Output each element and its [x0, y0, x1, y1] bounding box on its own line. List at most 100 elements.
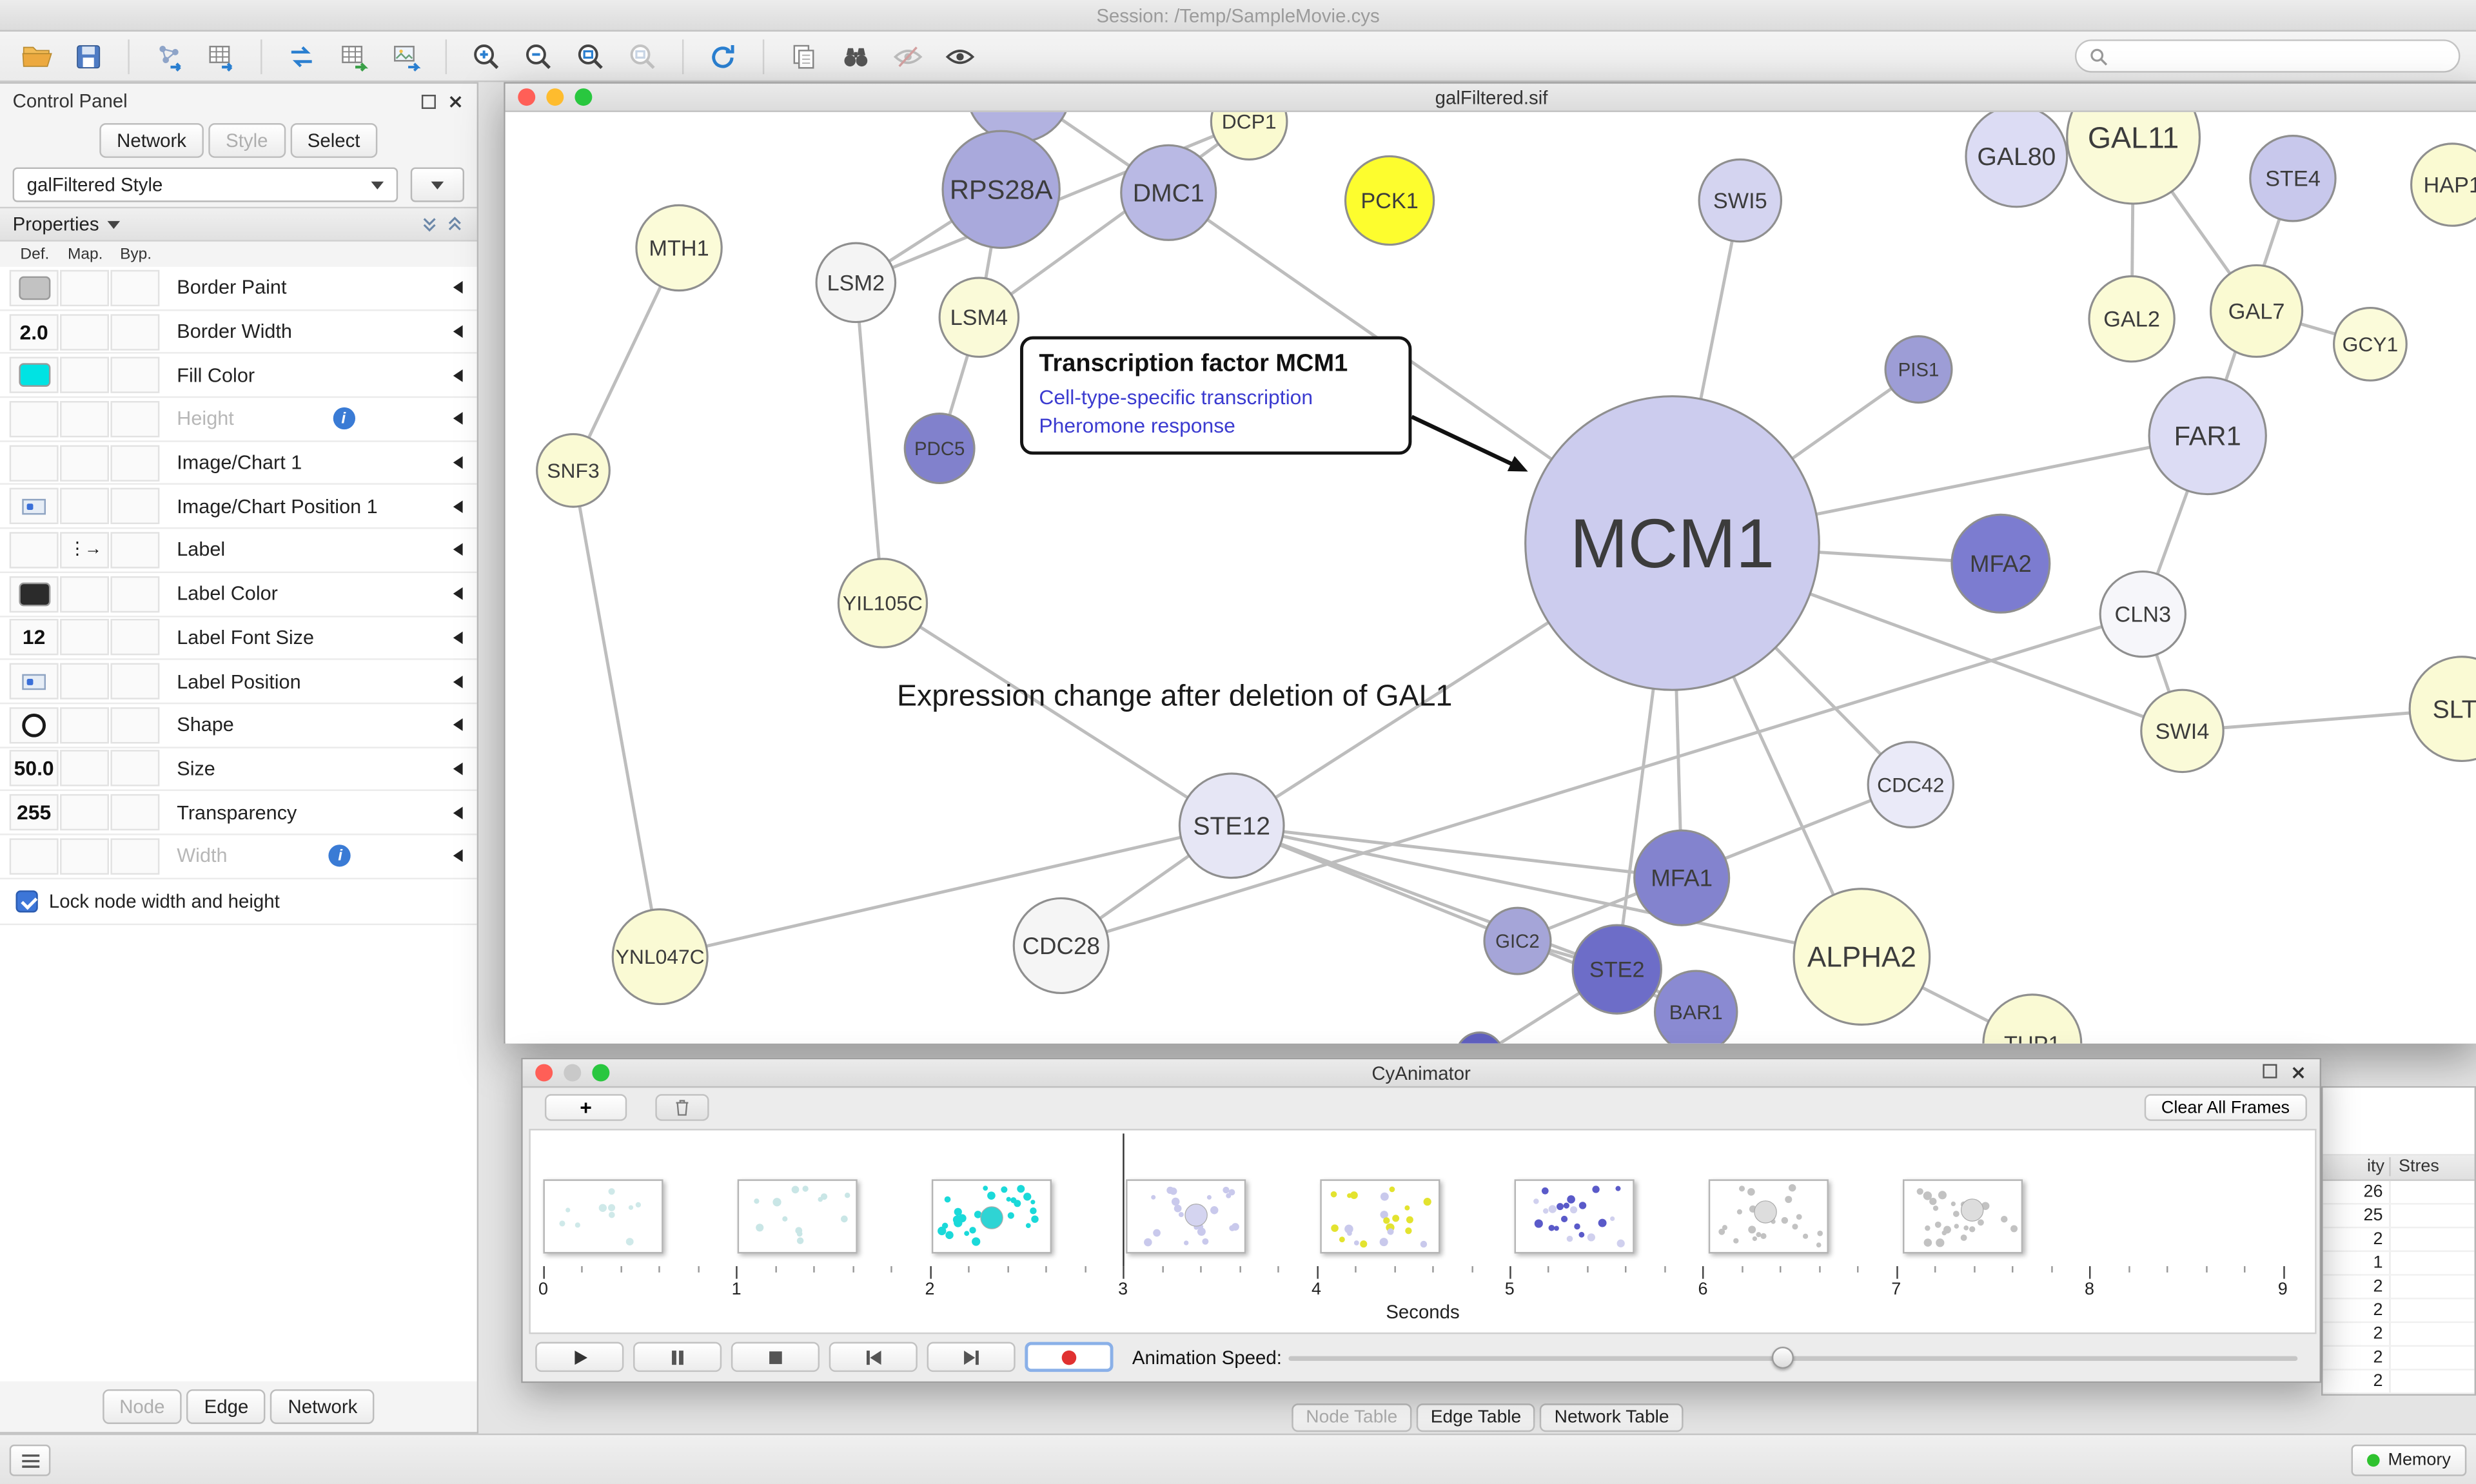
property-byp-cell[interactable] — [110, 837, 160, 875]
node-rps28a[interactable]: RPS28A — [941, 130, 1061, 249]
property-byp-cell[interactable] — [110, 357, 160, 394]
property-map-cell[interactable] — [60, 576, 109, 612]
frame-1[interactable] — [737, 1179, 858, 1254]
node-gic2[interactable]: GIC2 — [1483, 906, 1552, 975]
table-row[interactable]: 2 — [2323, 1228, 2475, 1253]
property-byp-cell[interactable] — [110, 619, 160, 656]
tab-select[interactable]: Select — [290, 123, 378, 158]
add-frame-button[interactable]: + — [544, 1094, 627, 1121]
import-network-button[interactable] — [148, 35, 190, 77]
expand-arrow-icon[interactable] — [453, 325, 463, 338]
table-cell[interactable] — [2389, 1323, 2474, 1345]
node-mfa2[interactable]: MFA2 — [1950, 513, 2051, 614]
node-ynl047c[interactable]: YNL047C — [611, 908, 709, 1006]
close-window-button[interactable] — [518, 88, 536, 106]
table-cell[interactable] — [2389, 1275, 2474, 1298]
zoom-window-button[interactable] — [575, 88, 593, 106]
property-def-cell[interactable]: 50.0 — [9, 750, 59, 787]
table-row[interactable]: 1 — [2323, 1252, 2475, 1276]
table-row[interactable]: 2 — [2323, 1299, 2475, 1323]
close-panel-icon[interactable] — [2290, 1064, 2307, 1082]
node-ste12[interactable]: STE12 — [1178, 772, 1285, 879]
column-header[interactable]: ity — [2367, 1157, 2384, 1177]
frame-5[interactable] — [1514, 1179, 1635, 1254]
tab-edge-style[interactable]: Edge — [186, 1389, 266, 1424]
float-panel-icon[interactable] — [421, 93, 436, 108]
table-cell[interactable] — [2389, 1346, 2474, 1369]
node-mfa1[interactable]: MFA1 — [1633, 829, 1731, 926]
property-byp-cell[interactable] — [110, 400, 160, 438]
table-cell[interactable]: 2 — [2373, 1372, 2383, 1391]
table-cell[interactable]: 1 — [2373, 1253, 2383, 1273]
node-ste2[interactable]: STE2 — [1571, 924, 1662, 1015]
edge-dcp1-lsm4[interactable] — [978, 120, 1250, 319]
node-yil105c[interactable]: YIL105C — [837, 558, 928, 649]
skip-to-start-button[interactable] — [829, 1342, 918, 1372]
node-mth1[interactable]: MTH1 — [635, 204, 723, 292]
table-row[interactable]: 26 — [2323, 1180, 2475, 1205]
expand-arrow-icon[interactable] — [453, 675, 463, 688]
first-neighbors-button[interactable] — [836, 35, 877, 77]
property-def-cell[interactable] — [9, 837, 59, 875]
node-lsm4[interactable]: LSM4 — [938, 277, 1020, 358]
table-row[interactable]: 2 — [2323, 1323, 2475, 1347]
property-map-cell[interactable] — [60, 313, 109, 350]
node-tup1[interactable]: TUP1 — [1982, 993, 2083, 1044]
property-def-cell[interactable]: 12 — [9, 619, 59, 656]
edge-lsm2-yil105c[interactable] — [854, 282, 885, 603]
expand-arrow-icon[interactable] — [453, 850, 463, 863]
annotation-box[interactable]: Transcription factor MCM1 Cell-type-spec… — [1020, 336, 1412, 455]
import-table-button[interactable] — [201, 35, 242, 77]
property-map-cell[interactable]: ⋮→ — [60, 532, 109, 569]
expand-arrow-icon[interactable] — [453, 456, 463, 469]
property-map-cell[interactable] — [60, 663, 109, 699]
minimize-window-button[interactable] — [564, 1064, 582, 1082]
property-byp-cell[interactable] — [110, 444, 160, 481]
zoom-selected-button[interactable] — [622, 35, 663, 77]
open-session-button[interactable] — [15, 35, 57, 77]
column-header[interactable]: Stres — [2389, 1157, 2474, 1177]
annotation-text[interactable]: Expression change after deletion of GAL1 — [897, 680, 1453, 714]
property-map-cell[interactable] — [60, 837, 109, 875]
table-cell[interactable]: 2 — [2373, 1277, 2383, 1296]
refresh-view-button[interactable] — [703, 35, 744, 77]
tab-network-table[interactable]: Network Table — [1540, 1403, 1684, 1432]
frame-4[interactable] — [1320, 1179, 1440, 1254]
tab-network-style[interactable]: Network — [270, 1389, 375, 1424]
property-map-cell[interactable] — [60, 357, 109, 394]
lock-size-checkbox[interactable] — [15, 890, 38, 912]
expand-arrow-icon[interactable] — [453, 718, 463, 732]
node-far1[interactable]: FAR1 — [2148, 376, 2267, 496]
frame-2[interactable] — [931, 1179, 1052, 1254]
property-def-cell[interactable] — [9, 400, 59, 438]
expand-arrow-icon[interactable] — [453, 369, 463, 382]
property-def-cell[interactable] — [9, 357, 59, 394]
frame-7[interactable] — [1903, 1179, 2023, 1254]
node-gcy1[interactable]: GCY1 — [2333, 306, 2408, 382]
export-table-button[interactable] — [333, 35, 375, 77]
node-mcm1[interactable]: MCM1 — [1524, 395, 1820, 691]
property-map-cell[interactable] — [60, 488, 109, 525]
record-button[interactable] — [1025, 1342, 1114, 1372]
edge-ynl047c-ste12[interactable] — [660, 824, 1232, 959]
node-ste4[interactable]: STE4 — [2249, 135, 2337, 222]
property-byp-cell[interactable] — [110, 532, 160, 569]
zoom-fit-button[interactable] — [570, 35, 611, 77]
property-byp-cell[interactable] — [110, 707, 160, 743]
expand-arrow-icon[interactable] — [453, 806, 463, 819]
tab-node-style[interactable]: Node — [102, 1389, 182, 1424]
node-gal2[interactable]: GAL2 — [2088, 275, 2176, 363]
property-def-cell[interactable]: 2.0 — [9, 313, 59, 350]
property-byp-cell[interactable] — [110, 794, 160, 831]
property-map-cell[interactable] — [60, 794, 109, 831]
property-def-cell[interactable] — [9, 269, 59, 306]
zoom-in-button[interactable] — [466, 35, 507, 77]
close-panel-icon[interactable] — [447, 92, 464, 110]
collapse-all-icon[interactable] — [420, 215, 438, 233]
table-cell[interactable]: 2 — [2373, 1300, 2383, 1320]
property-map-cell[interactable] — [60, 400, 109, 438]
expand-arrow-icon[interactable] — [453, 500, 463, 513]
table-row[interactable]: 25 — [2323, 1204, 2475, 1229]
